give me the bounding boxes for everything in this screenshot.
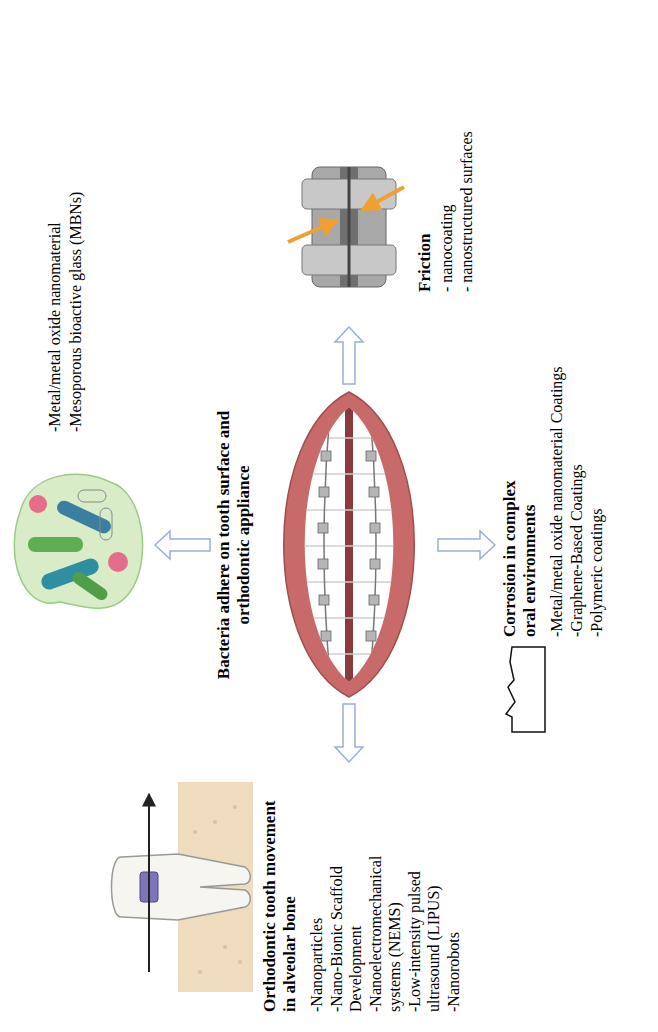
list-item: -Nanoelectromechanical systems (NEMS) — [366, 832, 404, 1012]
section-heading: Bacteria adhere on tooth surface and ort… — [214, 410, 255, 680]
list-item: -Nanoparticles — [307, 832, 326, 1012]
list-item: -Metal/metal oxide nanomaterial — [45, 152, 64, 432]
block-arrow — [155, 327, 495, 762]
list-item: -Low-intensity pulsed ultrasound (LIPUS) — [405, 832, 443, 1012]
list-item: -Graphene-Based Coatings — [567, 307, 586, 637]
corrosion-symbol — [506, 647, 545, 732]
list-item: -Nanorobots — [444, 832, 463, 1012]
list-item: -Metal/metal oxide nanomaterial Coatings — [547, 307, 566, 637]
list-item: - nanostructured surfaces — [457, 52, 476, 292]
section-heading: Corrosion in complex oral environments — [500, 452, 541, 637]
tooth-illustration — [112, 782, 254, 992]
section-heading: Orthodontic tooth movement in alveolar b… — [260, 784, 301, 1012]
section-heading: Friction — [415, 52, 435, 292]
list-item: - nanocoating — [437, 52, 456, 292]
list-item: -Nano-Bionic Scaffold Development — [327, 832, 365, 1012]
bacteria-icon — [14, 474, 142, 608]
list-item: -Mesoporous bioactive glass (MBNs) — [66, 152, 85, 432]
mouth-illustration — [284, 392, 415, 697]
list-item: -Polymeric coatings — [587, 307, 606, 637]
bracket-icon — [288, 167, 404, 287]
